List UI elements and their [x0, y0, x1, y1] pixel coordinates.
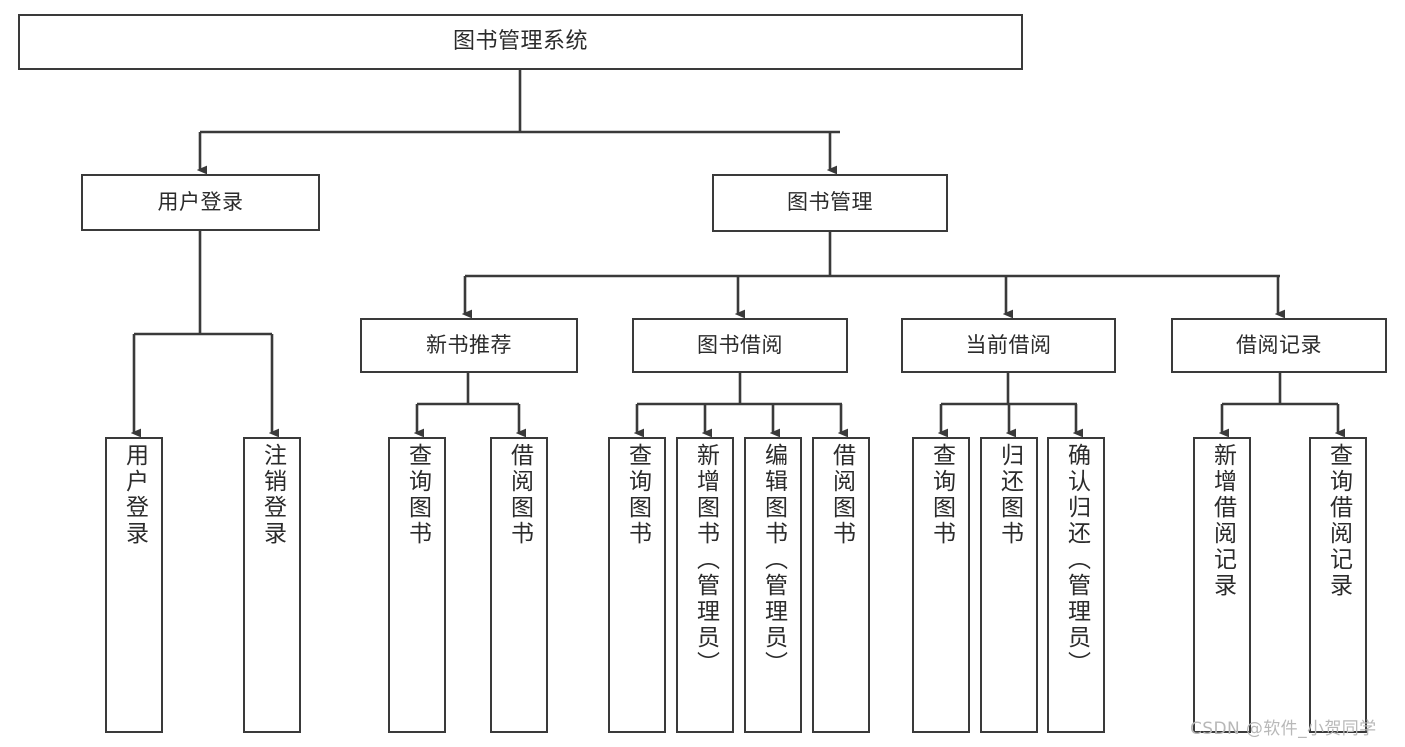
node-leaf-query-borrow-record[interactable]: 查询借阅记录 — [1309, 437, 1367, 733]
node-label: 新增图书（管理员） — [692, 443, 719, 677]
node-label: 当前借阅 — [965, 332, 1052, 357]
node-leaf-query-book-3[interactable]: 查询图书 — [912, 437, 970, 733]
node-label: 图书管理系统 — [452, 29, 588, 55]
node-root-book-management-system[interactable]: 图书管理系统 — [18, 14, 1023, 70]
node-label: 图书管理 — [787, 190, 873, 215]
node-current-borrow[interactable]: 当前借阅 — [901, 318, 1116, 373]
node-book-borrow[interactable]: 图书借阅 — [632, 318, 848, 373]
node-borrow-record[interactable]: 借阅记录 — [1171, 318, 1387, 373]
node-label: 查询图书 — [624, 443, 651, 547]
node-label: 确认归还（管理员） — [1063, 443, 1090, 677]
node-leaf-add-book[interactable]: 新增图书（管理员） — [676, 437, 734, 733]
node-label: 新增借阅记录 — [1209, 443, 1236, 599]
node-label: 编辑图书（管理员） — [760, 443, 787, 677]
node-label: 借阅记录 — [1236, 332, 1322, 357]
node-leaf-return-book[interactable]: 归还图书 — [980, 437, 1038, 733]
node-label: 借阅图书 — [828, 443, 855, 547]
node-label: 查询图书 — [928, 443, 955, 547]
node-leaf-confirm-return[interactable]: 确认归还（管理员） — [1047, 437, 1105, 733]
node-label: 新书推荐 — [426, 332, 512, 357]
node-label: 注销登录 — [259, 443, 286, 547]
node-label: 查询图书 — [404, 443, 431, 547]
node-leaf-add-borrow-record[interactable]: 新增借阅记录 — [1193, 437, 1251, 733]
node-leaf-user-login[interactable]: 用户登录 — [105, 437, 163, 733]
node-user-login[interactable]: 用户登录 — [81, 174, 320, 231]
node-label: 归还图书 — [996, 443, 1023, 547]
node-label: 图书借阅 — [697, 332, 783, 357]
node-label: 借阅图书 — [506, 443, 533, 547]
node-label: 查询借阅记录 — [1325, 443, 1352, 599]
node-leaf-query-book-2[interactable]: 查询图书 — [608, 437, 666, 733]
node-leaf-query-book-1[interactable]: 查询图书 — [388, 437, 446, 733]
watermark-text: CSDN @软件_小贺同学 — [1190, 719, 1377, 739]
node-label: 用户登录 — [121, 443, 148, 547]
node-leaf-borrow-book-1[interactable]: 借阅图书 — [490, 437, 548, 733]
node-label: 用户登录 — [157, 189, 244, 214]
node-new-book-recommend[interactable]: 新书推荐 — [360, 318, 578, 373]
node-leaf-borrow-book-2[interactable]: 借阅图书 — [812, 437, 870, 733]
node-leaf-edit-book[interactable]: 编辑图书（管理员） — [744, 437, 802, 733]
node-leaf-logout-login[interactable]: 注销登录 — [243, 437, 301, 733]
node-book-management[interactable]: 图书管理 — [712, 174, 948, 232]
